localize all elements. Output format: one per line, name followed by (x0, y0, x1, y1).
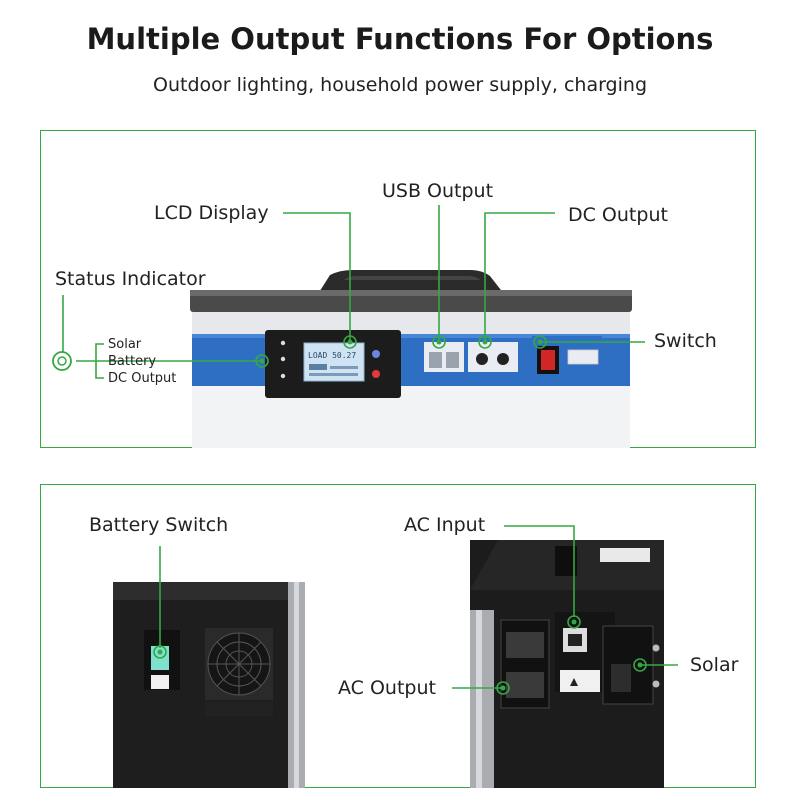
callout-battery-switch: Battery Switch (89, 514, 229, 536)
indicator-label-solar: Solar (108, 337, 142, 352)
page-subtitle: Outdoor lighting, household power supply… (153, 74, 647, 96)
callout-dc-output: DC Output (568, 204, 668, 226)
indicator-label-dc-output: DC Output (108, 371, 177, 386)
indicator-label-battery: Battery (108, 354, 157, 369)
callout-status-indicator: Status Indicator (55, 268, 206, 290)
callout-ac-output: AC Output (338, 677, 436, 699)
callout-ac-input: AC Input (404, 514, 486, 536)
callout-usb-output: USB Output (382, 180, 494, 202)
callout-solar: Solar (690, 654, 739, 676)
callout-switch: Switch (654, 330, 717, 352)
page-title: Multiple Output Functions For Options (86, 22, 714, 56)
back-panel-frame (40, 484, 756, 788)
callout-lcd-display: LCD Display (154, 202, 269, 224)
